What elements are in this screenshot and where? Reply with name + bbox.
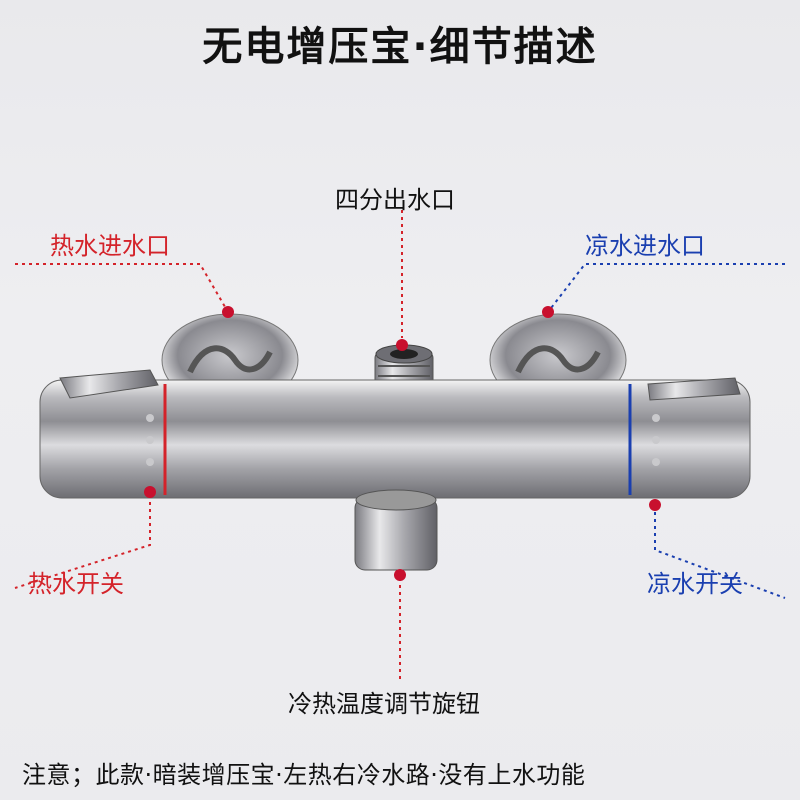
footer-note: 注意；此款·暗装增压宝·左热右冷水路·没有上水功能 (22, 761, 586, 789)
temp-knob (354, 489, 438, 571)
label-top-outlet: 四分出水口 (335, 186, 455, 214)
label-hot-switch: 热水开关 (28, 570, 124, 598)
marker-dots (144, 306, 661, 581)
hot-handle-lever (59, 369, 159, 399)
label-hot-inlet: 热水进水口 (50, 232, 170, 260)
leader-lines (14, 210, 786, 680)
label-cold-switch: 凉水开关 (647, 570, 743, 598)
label-temp-knob: 冷热温度调节旋钮 (288, 690, 480, 718)
handle-marks (146, 414, 660, 466)
page-title: 无电增压宝·细节描述 (202, 24, 598, 70)
cold-handle-lever (647, 377, 741, 401)
label-cold-inlet: 凉水进水口 (585, 232, 705, 260)
